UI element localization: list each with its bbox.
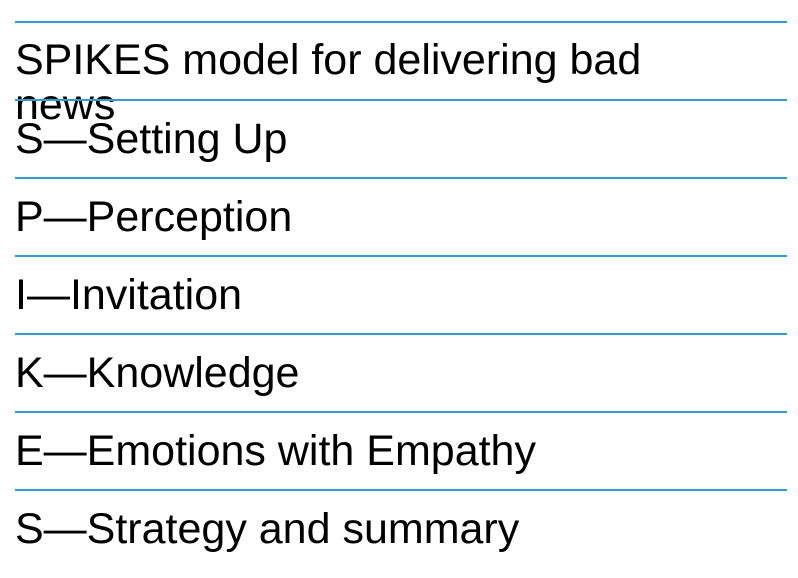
table-cell-knowledge: K—Knowledge (15, 349, 300, 397)
table-row: I—Invitation (15, 255, 787, 333)
table-row: S—Strategy and summary (15, 489, 787, 567)
spikes-table: SPIKES model for delivering bad news S—S… (15, 21, 787, 567)
table-row: P—Perception (15, 177, 787, 255)
table-row: K—Knowledge (15, 333, 787, 411)
table-cell-strategy: S—Strategy and summary (15, 505, 520, 553)
table-cell-perception: P—Perception (15, 193, 293, 241)
table-row: E—Emotions with Empathy (15, 411, 787, 489)
table-cell-invitation: I—Invitation (15, 271, 243, 319)
table-header-cell: SPIKES model for delivering bad news (15, 36, 642, 129)
table-row: S—Setting Up (15, 99, 787, 177)
table-cell-emotions: E—Emotions with Empathy (15, 427, 536, 475)
table-cell-setting-up: S—Setting Up (15, 115, 288, 163)
table-header-row: SPIKES model for delivering bad news (15, 21, 787, 128)
